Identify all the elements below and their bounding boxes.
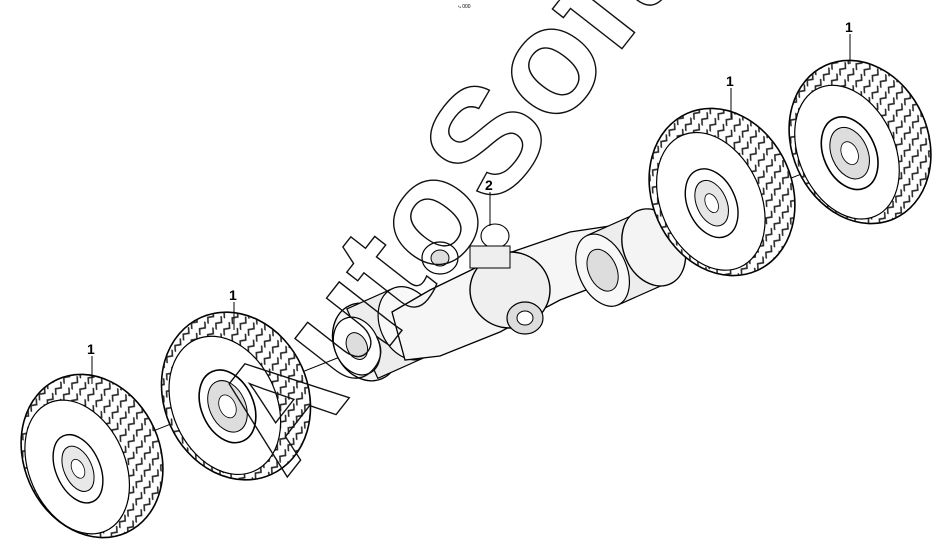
wheel-far-left xyxy=(20,373,164,539)
wheel-far-right xyxy=(788,59,932,225)
figure-tag: ⤷ 000 xyxy=(458,4,471,10)
axle-housing xyxy=(331,208,687,382)
wheel-right xyxy=(648,107,796,277)
callout-wheel-right: 1 xyxy=(726,73,734,89)
callout-wheel-far-left: 1 xyxy=(87,341,95,357)
wheel-left xyxy=(160,311,312,481)
callout-differential: 2 xyxy=(485,177,493,193)
callout-wheel-far-right: 1 xyxy=(845,19,853,35)
differential-carrier xyxy=(421,223,551,335)
callout-wheel-left: 1 xyxy=(229,287,237,303)
